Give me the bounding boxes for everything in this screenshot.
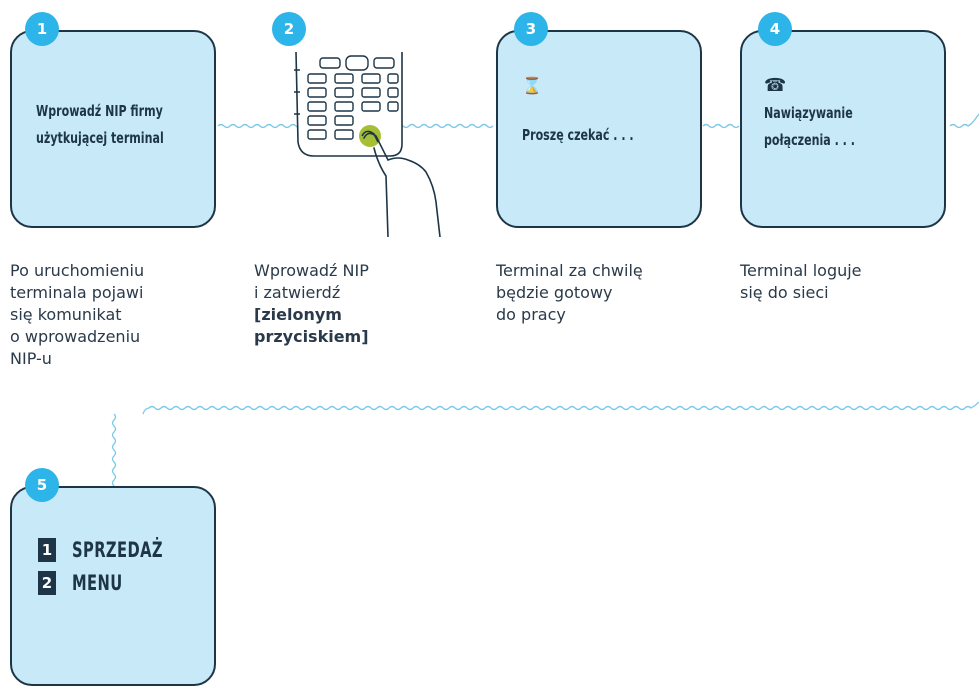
step-1-screen-text: Wprowadź NIP firmy użytkującej terminal <box>36 98 164 152</box>
terminal-keypad-illustration <box>294 52 441 237</box>
step-3-caption-line: będzie gotowy <box>496 283 613 302</box>
step-1-badge: 1 <box>25 12 59 46</box>
wire-3-4 <box>702 123 740 129</box>
wire-4-out <box>949 113 979 129</box>
step-3-line-1: Proszę czekać . . . <box>522 126 634 144</box>
menu-label-sprzedaz: SPRZEDAŻ <box>72 538 163 562</box>
hourglass-icon: ⌛ <box>522 76 542 95</box>
step-1-caption-line: się komunikat <box>10 305 122 324</box>
step-4-line-2: połączenia . . . <box>764 131 855 149</box>
menu-key-1: 1 <box>38 538 56 562</box>
green-button-press <box>359 125 381 147</box>
wire-2-3 <box>384 123 494 129</box>
step-3-screen <box>496 30 702 228</box>
step-4-caption-line: się do sieci <box>740 283 829 302</box>
step-2-badge: 2 <box>272 12 306 46</box>
step-1-line-2: użytkującej terminal <box>36 129 164 147</box>
step-1-caption-line: NIP-u <box>10 349 52 368</box>
wire-return <box>142 401 979 415</box>
step-4-caption: Terminal loguje się do sieci <box>740 260 862 304</box>
step-3-caption: Terminal za chwilę będzie gotowy do prac… <box>496 260 643 326</box>
step-5-badge: 5 <box>25 468 59 502</box>
wire-down-5 <box>111 413 117 499</box>
step-1-screen <box>10 30 216 228</box>
step-2-caption-line: i zatwierdź <box>254 283 341 302</box>
step-3-caption-line: Terminal za chwilę <box>496 261 643 280</box>
step-2-caption-bold: [zielonym <box>254 305 342 324</box>
step-3-screen-text: Proszę czekać . . . <box>522 122 634 149</box>
step-2-caption-bold: przyciskiem] <box>254 327 369 346</box>
step-3-caption-line: do pracy <box>496 305 566 324</box>
step-2-caption: Wprowadź NIP i zatwierdź [zielonym przyc… <box>254 260 369 348</box>
step-4-caption-line: Terminal loguje <box>740 261 862 280</box>
step-1-caption: Po uruchomieniu terminala pojawi się kom… <box>10 260 144 370</box>
pressing-finger <box>363 132 441 237</box>
step-4-screen-text: Nawiązywanie połączenia . . . <box>764 100 855 154</box>
step-1-caption-line: terminala pojawi <box>10 283 144 302</box>
step-1-line-1: Wprowadź NIP firmy <box>36 102 163 120</box>
step-1-caption-line: Po uruchomieniu <box>10 261 145 280</box>
menu-item-menu: 2 MENU <box>38 571 137 595</box>
step-4-screen <box>740 30 946 228</box>
step-1-caption-line: o wprowadzeniu <box>10 327 141 346</box>
telephone-icon: ☎ <box>764 75 787 96</box>
step-4-line-1: Nawiązywanie <box>764 104 853 122</box>
menu-key-2: 2 <box>38 571 56 595</box>
menu-item-sprzedaz: 1 SPRZEDAŻ <box>38 538 189 562</box>
wire-1-2 <box>217 123 303 129</box>
step-4-badge: 4 <box>758 12 792 46</box>
menu-label-menu: MENU <box>72 571 123 595</box>
step-2-caption-line: Wprowadź NIP <box>254 261 369 280</box>
step-3-badge: 3 <box>514 12 548 46</box>
